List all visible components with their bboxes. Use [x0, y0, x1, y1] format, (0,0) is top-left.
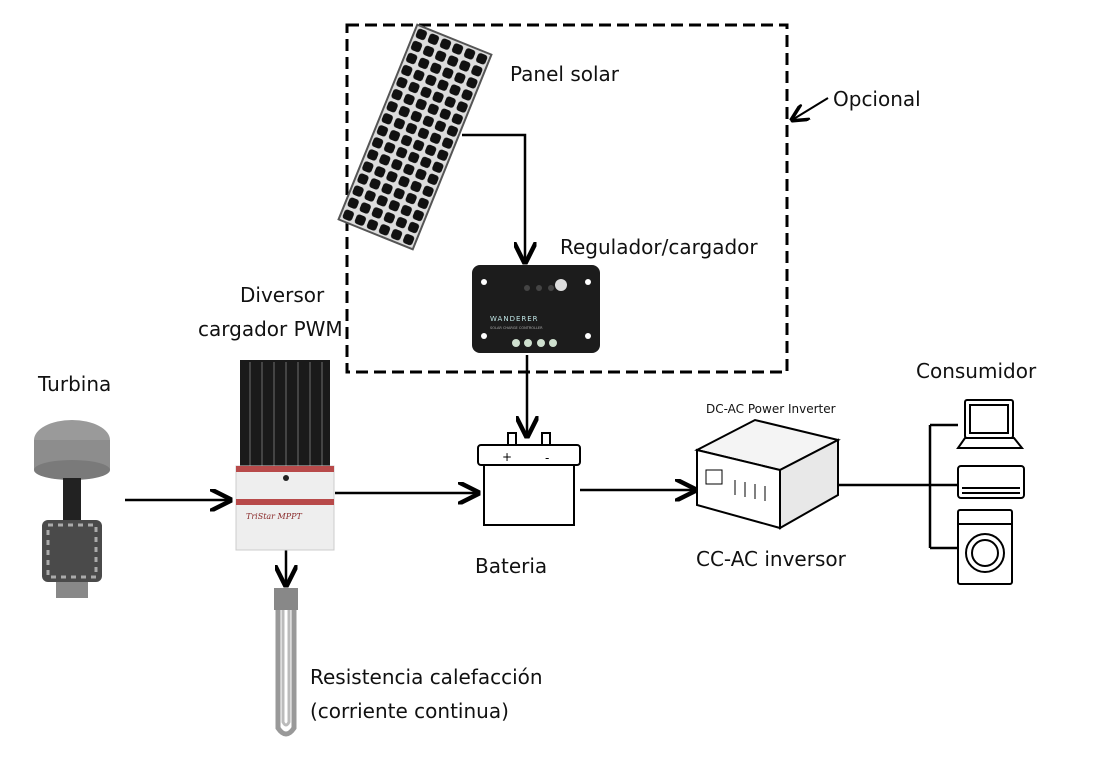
- wires: [125, 133, 958, 585]
- svg-text:-: -: [545, 451, 549, 465]
- laptop-icon: [956, 399, 1025, 449]
- label-cargador-pwm: cargador PWM: [198, 317, 343, 341]
- label-turbina: Turbina: [38, 372, 112, 396]
- solar-panel-icon: [337, 23, 493, 251]
- svg-text:+: +: [502, 450, 512, 464]
- regulator-sub: SOLAR CHARGE CONTROLLER: [490, 326, 543, 330]
- label-diversor: Diversor: [240, 283, 325, 307]
- regulator-brand: WANDERER: [490, 315, 539, 323]
- label-panel-solar: Panel solar: [510, 62, 620, 86]
- label-bateria: Bateria: [475, 554, 548, 578]
- label-inversor: CC-AC inversor: [696, 547, 846, 571]
- label-opcional: Opcional: [833, 87, 921, 111]
- label-resistencia: Resistencia calefacción: [310, 665, 543, 689]
- air-conditioner-icon: [957, 465, 1025, 499]
- heating-resistor-icon: [274, 588, 298, 737]
- washing-machine-icon: [957, 509, 1013, 585]
- inverter-icon: [694, 418, 841, 530]
- charge-regulator-icon: WANDERER SOLAR CHARGE CONTROLLER: [472, 265, 600, 353]
- label-inverter-caption: DC-AC Power Inverter: [706, 402, 836, 416]
- wind-turbine-icon: [34, 420, 110, 598]
- label-corriente-continua: (corriente continua): [310, 699, 509, 723]
- battery-icon: + -: [477, 432, 581, 526]
- opcional-arrow: [792, 97, 829, 120]
- label-consumidor: Consumidor: [916, 359, 1037, 383]
- optional-boundary: [345, 23, 789, 374]
- label-regulador: Regulador/cargador: [560, 235, 758, 259]
- diversor-charger-icon: TriStar MPPT: [235, 360, 335, 551]
- diversor-brand: TriStar MPPT: [246, 512, 303, 521]
